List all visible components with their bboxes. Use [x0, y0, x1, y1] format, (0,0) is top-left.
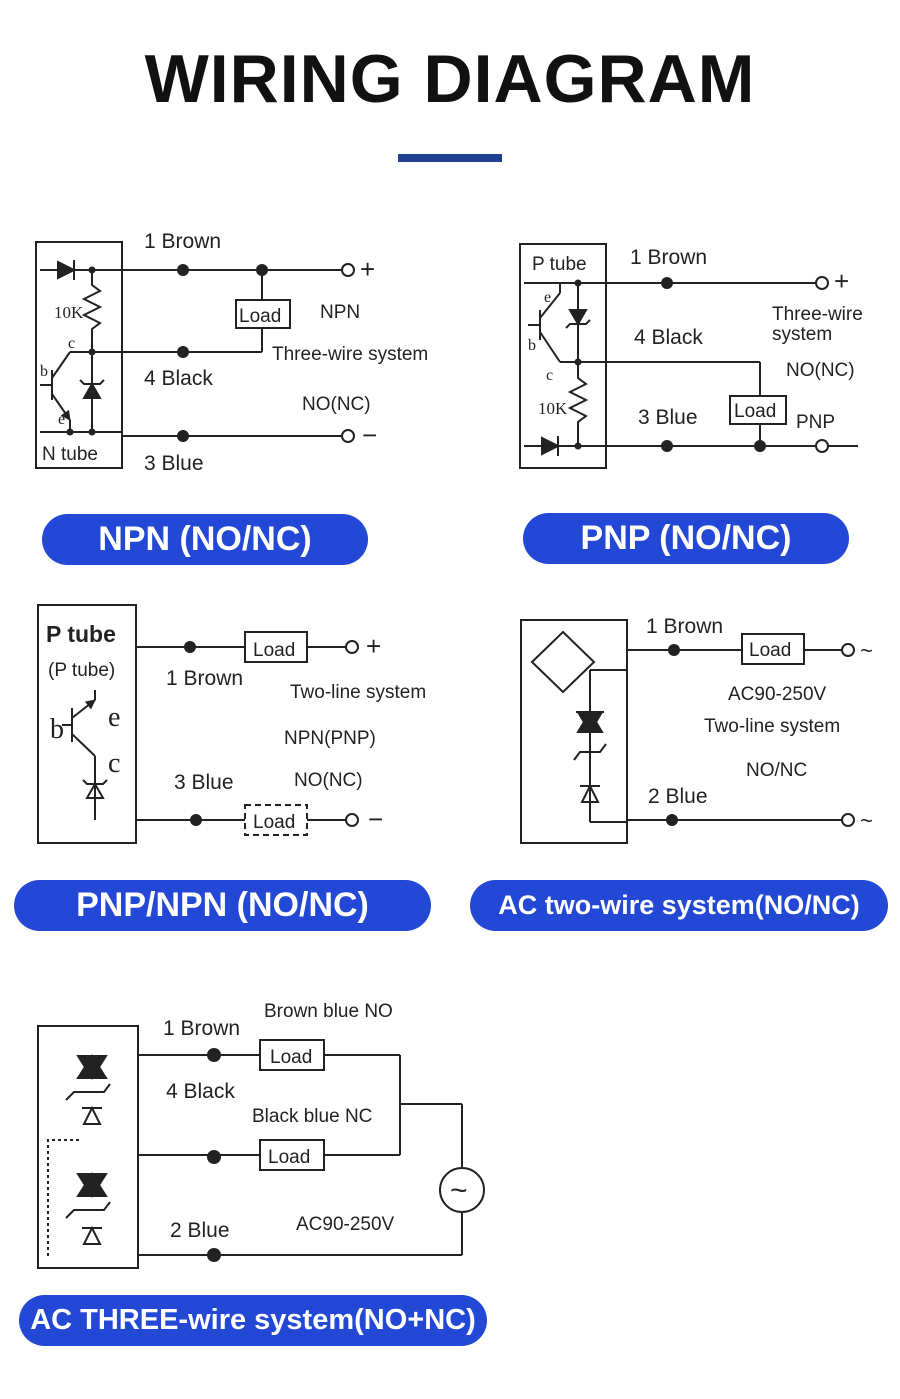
npn-minus: − [362, 420, 377, 450]
pnp-wire1: 1 Brown [630, 246, 707, 269]
pnpnpn-tube-bold: P tube [46, 621, 116, 647]
pnpnpn-sensor-box [37, 604, 137, 844]
pnp-resistor-label: 10K [538, 399, 568, 418]
pnp-tube: P tube [532, 254, 587, 275]
npn-sensor-box [35, 241, 123, 469]
pnp-system-line1: Three-wire [772, 304, 863, 325]
ac2-wire2: 2 Blue [648, 785, 708, 808]
ac3-load1-label: Load [270, 1047, 312, 1068]
npn-wire1: 1 Brown [144, 230, 221, 253]
pnp-sensor-box [519, 243, 607, 469]
ac2-voltage: AC90-250V [728, 684, 827, 705]
ac3-load2-label: Load [268, 1147, 310, 1168]
ac3-badge: AC THREE-wire system(NO+NC) [19, 1295, 487, 1346]
npn-mode: NO(NC) [302, 394, 371, 415]
pnp-type: PNP [796, 412, 835, 433]
pnpnpn-badge: PNP/NPN (NO/NC) [14, 880, 431, 931]
npn-wire3: 3 Blue [144, 452, 204, 475]
pnp-load-box [729, 395, 787, 425]
pnp-load-label: Load [734, 401, 776, 422]
pnp-b: b [528, 337, 536, 354]
pnpnpn-tube-sub: (P tube) [48, 660, 115, 681]
pnpnpn-b: b [50, 714, 64, 745]
npn-plus: + [360, 254, 375, 284]
pnp-wire3: 3 Blue [638, 406, 698, 429]
page-title: WIRING DIAGRAM [144, 41, 756, 117]
pnp-plus: + [834, 266, 849, 296]
pnp-system-line2: system [772, 324, 832, 345]
ac3-voltage: AC90-250V [296, 1214, 395, 1235]
npn-load-label: Load [239, 306, 281, 327]
ac2-mode: NO/NC [746, 760, 807, 781]
ac3-wire1: 1 Brown [163, 1017, 240, 1040]
pnp-mode: NO(NC) [786, 360, 855, 381]
ac2-tilde-top: ~ [860, 638, 873, 663]
diode-icon [57, 260, 77, 280]
ac2-sensor-box [520, 619, 628, 844]
pnpnpn-load2-box [244, 804, 308, 836]
resistor-icon [81, 270, 103, 352]
ac3-sensor-box [37, 1025, 139, 1269]
npn-e: e [58, 411, 65, 428]
ac3-wire4: 4 Black [166, 1080, 235, 1103]
title-underline [398, 154, 502, 162]
npn-circuit [35, 241, 355, 469]
pnp-wire4: 4 Black [634, 326, 703, 349]
ac2-load-label: Load [749, 640, 791, 661]
ac2-circuit [520, 619, 855, 844]
npn-badge: NPN (NO/NC) [42, 514, 368, 565]
ac2-wire1: 1 Brown [646, 615, 723, 638]
ac2-system: Two-line system [704, 716, 840, 737]
ac3-circuit [37, 1025, 485, 1269]
pnpnpn-c: c [108, 748, 120, 779]
pnp-c: c [546, 367, 553, 384]
pnpnpn-mode: NO(NC) [294, 770, 363, 791]
ac3-source-tilde: ~ [450, 1174, 468, 1207]
pnpnpn-wire1: 1 Brown [166, 667, 243, 690]
pnpnpn-plus: + [366, 631, 381, 661]
pnp-e: e [544, 289, 551, 306]
npn-b: b [40, 363, 48, 380]
pnpnpn-load-label: Load [253, 640, 295, 661]
ac3-no-label: Brown blue NO [264, 1001, 393, 1022]
npn-c: c [68, 335, 75, 352]
npn-type: NPN [320, 302, 360, 323]
pnpnpn-wire3: 3 Blue [174, 771, 234, 794]
pnp-badge: PNP (NO/NC) [523, 513, 849, 564]
npn-wire4: 4 Black [144, 367, 213, 390]
pnpnpn-load2-label: Load [253, 812, 295, 833]
ac3-wire2: 2 Blue [170, 1219, 230, 1242]
ac2-tilde-bottom: ~ [860, 808, 873, 833]
ac3-nc-label: Black blue NC [252, 1106, 372, 1127]
coil-icon [530, 630, 596, 694]
npn-system: Three-wire system [272, 344, 428, 365]
pnpnpn-minus: − [368, 804, 383, 834]
pnpnpn-e: e [108, 702, 120, 733]
pnpnpn-system: Two-line system [290, 682, 426, 703]
pnpnpn-type: NPN(PNP) [284, 728, 376, 749]
pnp-circuit [519, 243, 858, 469]
npn-resistor-label: 10K [54, 303, 84, 322]
npn-tube: N tube [42, 444, 98, 465]
ac2-badge: AC two-wire system(NO/NC) [470, 880, 888, 931]
